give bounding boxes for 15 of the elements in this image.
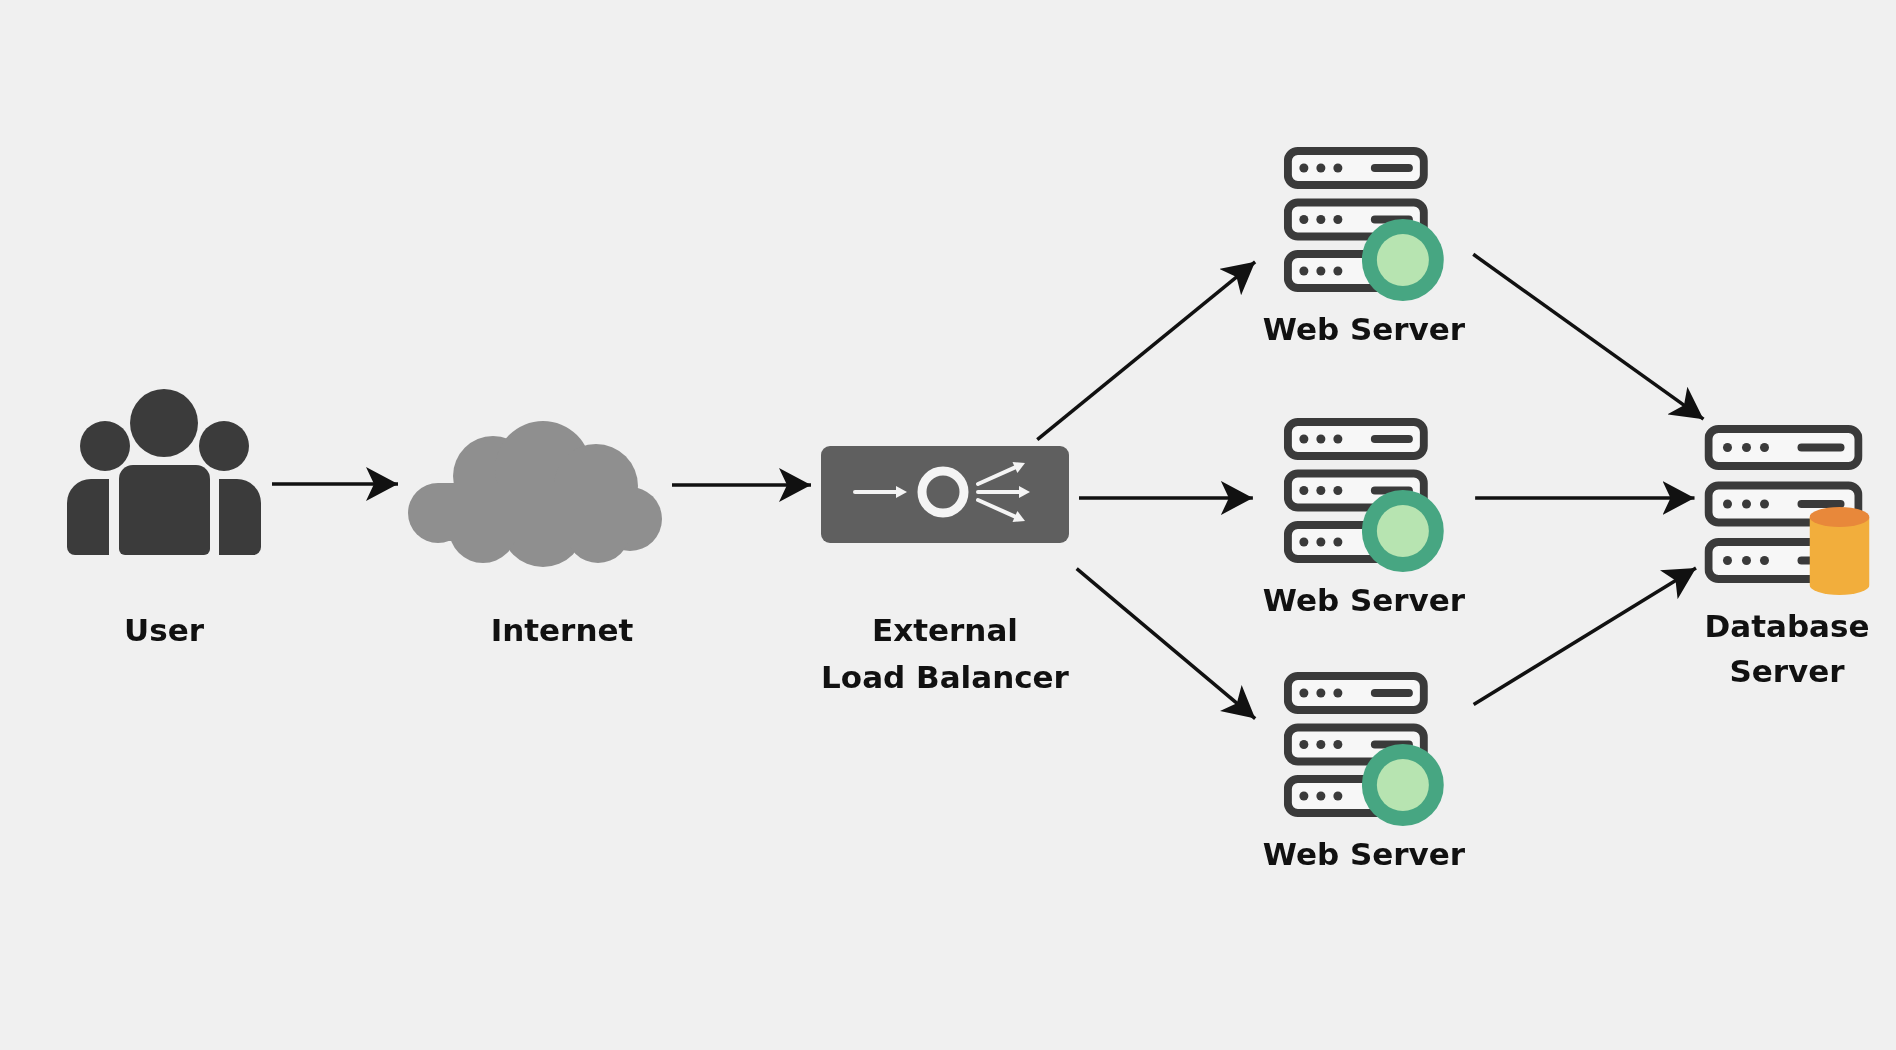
node-label: Internet (490, 611, 634, 650)
node-label: External Load Balancer (821, 611, 1069, 697)
node-label: Web Server (1262, 581, 1466, 620)
arrow (1472, 566, 1697, 707)
node-label: Database Server (1704, 607, 1870, 691)
arrow (272, 467, 398, 501)
arrow (672, 468, 811, 502)
arrow (1079, 481, 1253, 515)
node-label: Web Server (1262, 835, 1466, 874)
arrow (1036, 260, 1257, 442)
arrow (1472, 252, 1705, 421)
node-label: Web Server (1262, 310, 1466, 349)
arrow (1075, 567, 1257, 720)
arrow (1475, 481, 1695, 515)
node-label: User (124, 611, 204, 650)
